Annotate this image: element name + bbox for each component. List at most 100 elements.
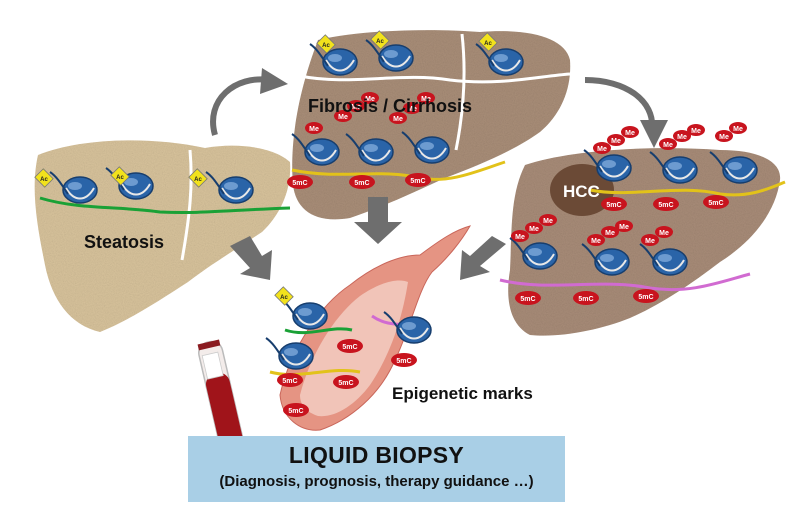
svg-text:Me: Me — [351, 104, 361, 111]
svg-text:Me: Me — [691, 128, 701, 135]
svg-text:5mC: 5mC — [638, 294, 653, 301]
nucleosome-icon — [279, 297, 328, 330]
svg-text:5mC: 5mC — [292, 180, 307, 187]
svg-text:Ac: Ac — [484, 41, 492, 47]
svg-text:Me: Me — [597, 146, 607, 153]
acetyl-mark-icon: Ac — [188, 168, 208, 188]
svg-text:Ac: Ac — [280, 295, 288, 301]
svg-text:5mC: 5mC — [338, 380, 353, 387]
svg-text:Ac: Ac — [322, 43, 330, 49]
svg-text:Me: Me — [619, 224, 629, 231]
methylcytosine-mark-icon: 5mC — [515, 291, 541, 305]
methyl-mark-icon: Me — [607, 134, 625, 146]
methylcytosine-mark-icon: 5mC — [601, 197, 627, 211]
nucleosome-icon — [345, 133, 394, 166]
epigenetic-mark-layer: MeMeMeMeMeMeMeMeMeMeMeMeMeMeMeMeMeMeMeMe… — [34, 30, 747, 417]
methylcytosine-mark-icon: 5mC — [333, 375, 359, 389]
label-fibrosis-cirrhosis: Fibrosis / Cirrhosis — [308, 96, 473, 116]
nucleosome-icon — [383, 311, 432, 344]
svg-text:Me: Me — [591, 238, 601, 245]
hcc-tumor — [550, 164, 614, 216]
label-hcc: HCC — [563, 182, 600, 201]
label-steatosis: Steatosis — [84, 232, 165, 252]
label-epigenetic-marks: Epigenetic marks — [392, 384, 533, 403]
dna-strand-hcc-upper — [589, 180, 786, 197]
methyl-mark-icon: Me — [347, 100, 365, 112]
methylcytosine-mark-icon: 5mC — [573, 291, 599, 305]
methyl-mark-icon: Me — [403, 102, 421, 114]
dna-fragment-yellow — [269, 368, 361, 376]
nucleosome-icon — [581, 243, 630, 276]
svg-text:5mC: 5mC — [606, 202, 621, 209]
methylcytosine-mark-icon: 5mC — [391, 353, 417, 367]
dna-fragment-green — [284, 327, 353, 335]
svg-text:Ac: Ac — [116, 175, 124, 181]
svg-text:Me: Me — [529, 226, 539, 233]
methyl-mark-icon: Me — [361, 92, 379, 104]
methyl-mark-icon: Me — [729, 122, 747, 134]
methyl-mark-icon: Me — [334, 110, 352, 122]
acetyl-mark-icon: Ac — [34, 168, 54, 188]
svg-text:5mC: 5mC — [396, 358, 411, 365]
methyl-mark-icon: Me — [615, 220, 633, 232]
methylcytosine-mark-icon: 5mC — [653, 197, 679, 211]
methyl-mark-icon: Me — [539, 214, 557, 226]
arrow-fibrosis-to-hcc — [584, 77, 668, 148]
nucleosome-icon — [265, 337, 314, 370]
svg-text:Me: Me — [605, 230, 615, 237]
svg-text:Me: Me — [733, 126, 743, 133]
liver-fibrosis — [292, 30, 571, 220]
liquid-biopsy-title: LIQUID BIOPSY — [288, 442, 465, 468]
nucleosome-icon — [509, 237, 558, 270]
nucleosome-icon — [365, 39, 414, 72]
methyl-mark-icon: Me — [659, 138, 677, 150]
methyl-mark-icon: Me — [417, 92, 435, 104]
acetyl-mark-icon: Ac — [110, 166, 130, 186]
nucleosome-icon — [709, 151, 758, 184]
nucleosome-icon — [639, 243, 688, 276]
nucleosome-icon — [205, 171, 254, 204]
nucleosome-icon — [291, 133, 340, 166]
acetyl-mark-icon: Ac — [316, 34, 336, 54]
methyl-mark-icon: Me — [305, 122, 323, 134]
svg-text:Me: Me — [663, 142, 673, 149]
nucleosome-icon — [49, 171, 98, 204]
svg-text:5mC: 5mC — [354, 180, 369, 187]
methyl-mark-icon: Me — [525, 222, 543, 234]
svg-text:Ac: Ac — [40, 177, 48, 183]
nucleosome-icon — [583, 149, 632, 182]
svg-text:Me: Me — [421, 96, 431, 103]
svg-text:Me: Me — [407, 106, 417, 113]
dna-strand-fibrosis — [299, 72, 571, 84]
svg-text:Me: Me — [309, 126, 319, 133]
nucleosome-icon — [105, 167, 154, 200]
svg-text:Me: Me — [625, 130, 635, 137]
nucleosome-icon — [475, 43, 524, 76]
svg-text:5mC: 5mC — [342, 344, 357, 351]
methyl-mark-icon: Me — [641, 234, 659, 246]
methylcytosine-mark-icon: 5mC — [337, 339, 363, 353]
methyl-mark-icon: Me — [621, 126, 639, 138]
svg-text:Ac: Ac — [376, 39, 384, 45]
arrow-hcc-left — [460, 236, 506, 280]
svg-text:Me: Me — [719, 134, 729, 141]
svg-text:5mC: 5mC — [658, 202, 673, 209]
methylcytosine-mark-icon: 5mC — [349, 175, 375, 189]
liquid-biopsy-subtitle: (Diagnosis, prognosis, therapy guidance … — [219, 473, 534, 490]
methyl-mark-icon: Me — [593, 142, 611, 154]
methyl-mark-icon: Me — [673, 130, 691, 142]
nucleosome-layer — [39, 39, 786, 376]
svg-text:Me: Me — [338, 114, 348, 121]
nucleosome-icon — [649, 151, 698, 184]
svg-text:Ac: Ac — [194, 177, 202, 183]
nucleosome-icon — [309, 43, 358, 76]
methylcytosine-mark-icon: 5mC — [277, 373, 303, 387]
svg-text:Me: Me — [365, 96, 375, 103]
methyl-mark-icon: Me — [511, 230, 529, 242]
methyl-mark-icon: Me — [587, 234, 605, 246]
svg-text:5mC: 5mC — [578, 296, 593, 303]
svg-text:Me: Me — [677, 134, 687, 141]
dna-strand-steatosis — [39, 196, 291, 215]
methyl-mark-icon: Me — [655, 226, 673, 238]
